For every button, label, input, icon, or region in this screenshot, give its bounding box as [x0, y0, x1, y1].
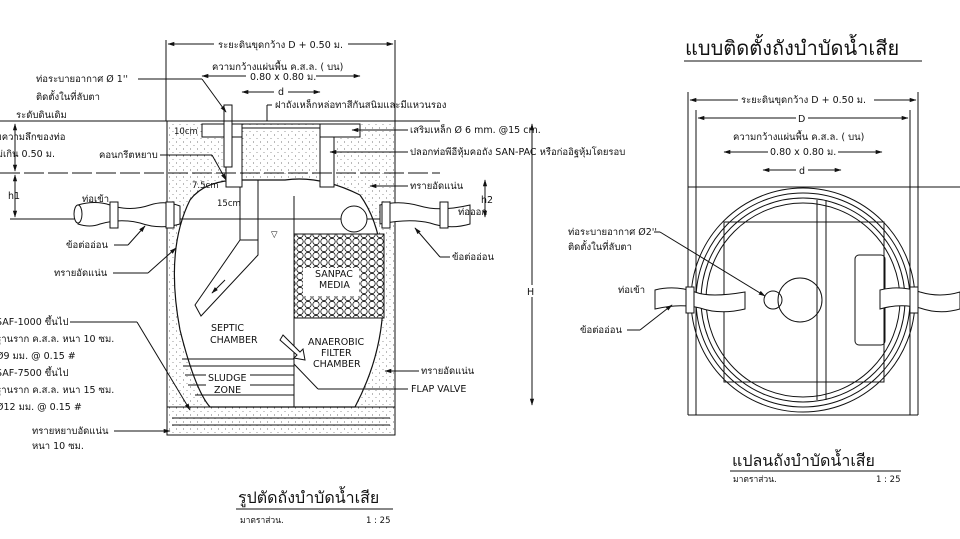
foundation-note-3: Ø9 มม. @ 0.15 # — [0, 351, 76, 362]
plan-title: แปลนถังบำบัดน้ำเสีย — [732, 449, 875, 470]
compacted-sand-label-right: ทรายอัดแน่น — [421, 366, 475, 377]
section-view: ▽ ระยะดินขุดกว้าง D + 0.50 ม. ความกว้างแ… — [0, 38, 625, 526]
depth-label-1: ตามความลึกของท่อ — [0, 132, 65, 143]
H-label: H — [527, 287, 534, 298]
plan-flex-joint-label: ข้อต่ออ่อน — [580, 325, 622, 336]
anaerobic-label-1: ANAEROBIC — [308, 337, 365, 348]
slab-dim-label: 0.80 x 0.80 ม. — [250, 72, 316, 83]
d-label: d — [278, 87, 284, 98]
anaerobic-label-3: CHAMBER — [313, 359, 361, 370]
foundation-slab — [166, 406, 396, 436]
compacted-sand-label-left: ทรายอัดแน่น — [54, 268, 108, 279]
media-label-1: SANPAC — [315, 269, 353, 280]
flap-valve-label: FLAP VALVE — [411, 384, 466, 395]
plan-vent-label-1: ท่อระบายอากาศ Ø2'' — [568, 227, 657, 238]
plan-inlet-label: ท่อเข้า — [618, 285, 645, 296]
flex-joint-label-left: ข้อต่ออ่อน — [66, 240, 108, 251]
flow-arrow-icon — [279, 334, 306, 361]
depth-label-2: ไม่เกิน 0.50 ม. — [0, 148, 55, 160]
foundation-note-4: SAF-7500 ขึ้นไป — [0, 366, 69, 379]
cover-label: ฝาถังเหล็กหล่อทาสีกันสนิมและมีแหวนรอง — [275, 98, 446, 111]
manhole-cover — [777, 277, 823, 323]
foundation-note-1: SAF-1000 ขึ้นไป — [0, 315, 69, 328]
plan-d-label: d — [799, 166, 805, 177]
dim-15cm: 15cm — [217, 199, 241, 209]
section-title: รูปตัดถังบำบัดน้ำเสีย — [238, 486, 379, 508]
vent-pipe-plan — [763, 290, 783, 310]
foundation-note-5: ฐานราก ค.ส.ล. หนา 15 ซม. — [0, 385, 114, 396]
sludge-label-1: SLUDGE — [208, 373, 246, 384]
plan-slab-dim-label: 0.80 x 0.80 ม. — [770, 147, 836, 158]
dim-7-5cm: 7.5cm — [192, 181, 218, 191]
sludge-label-2: ZONE — [214, 385, 241, 396]
compacted-sand-label-top: ทรายอัดแน่น — [410, 181, 464, 192]
coarse-sand-label-2: หนา 10 ซม. — [32, 441, 84, 452]
plan-D-label: D — [798, 114, 805, 125]
rebar-label: เสริมเหล็ก Ø 6 mm. @15 cm. — [410, 123, 541, 136]
vent-pipe — [223, 104, 233, 168]
outlet-pipe — [340, 201, 471, 233]
plan-vent-label-2: ติดตั้งในที่ลับตา — [568, 240, 632, 253]
media-label-2: MEDIA — [319, 280, 350, 291]
vent-label-2: ติดตั้งในที่ลับตา — [36, 90, 100, 103]
dim-10cm: 10cm — [174, 127, 198, 137]
water-level-icon: ▽ — [271, 230, 278, 240]
dig-width-label: ระยะดินขุดกว้าง D + 0.50 ม. — [218, 40, 343, 51]
plan-dig-width-label: ระยะดินขุดกว้าง D + 0.50 ม. — [741, 95, 866, 106]
slab-width-label: ความกว้างแผ่นพื้น ค.ส.ล. ( บน) — [212, 60, 343, 73]
coarse-sand-label-1: ทรายหยาบอัดแน่น — [32, 426, 109, 437]
section-scale-value: 1 : 25 — [366, 516, 391, 526]
vent-label-1: ท่อระบายอากาศ Ø 1'' — [36, 74, 128, 85]
foundation-note-2: ฐานราก ค.ส.ล. หนา 10 ซม. — [0, 334, 114, 345]
flex-joint-label-right: ข้อต่ออ่อน — [452, 252, 494, 263]
plan-slab-width-label: ความกว้างแผ่นพื้น ค.ส.ล. ( บน) — [733, 130, 864, 143]
inlet-pipe — [73, 201, 181, 229]
ground-level-label: ระดับดินเดิม — [16, 110, 67, 121]
lean-concrete-label: คอนกรีตหยาบ — [99, 149, 158, 161]
h2-label: h2 — [481, 195, 493, 206]
septic-label-2: CHAMBER — [210, 335, 258, 346]
plan-outlet-pipe — [879, 287, 960, 313]
anaerobic-label-2: FILTER — [321, 348, 352, 359]
plan-inlet-pipe — [654, 287, 746, 313]
section-scale-label: มาตราส่วน. — [240, 516, 284, 526]
sleeve-label: ปลอกท่อพีอีหุ้มคอถัง SAN-PAC หรือก่ออิฐห… — [410, 146, 625, 158]
plan-scale-value: 1 : 25 — [876, 475, 901, 485]
tank-plan — [654, 187, 960, 413]
septic-label-1: SEPTIC — [211, 323, 244, 334]
plan-scale-label: มาตราส่วน. — [733, 475, 777, 485]
foundation-note-6: Ø12 มม. @ 0.15 # — [0, 402, 82, 413]
main-title: แบบติดตั้งถังบำบัดน้ำเสีย — [685, 34, 899, 60]
h1-label: h1 — [8, 191, 20, 202]
plan-view: แบบติดตั้งถังบำบัดน้ำเสีย ระยะดินขุดกว้า… — [568, 34, 960, 485]
outlet-label: ท่อออก — [458, 207, 487, 218]
inlet-label: ท่อเข้า — [82, 194, 109, 205]
